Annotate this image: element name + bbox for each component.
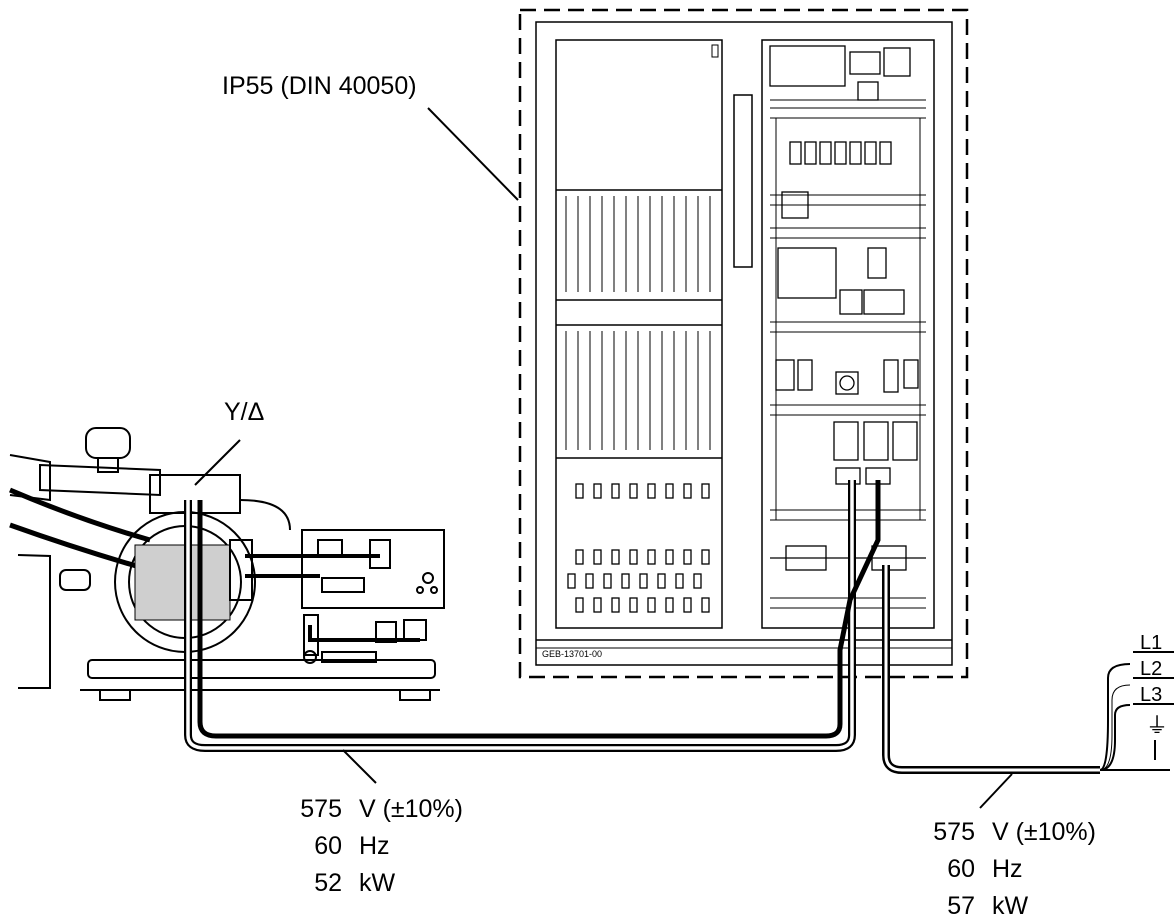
left-frequency-unit: Hz [358, 832, 390, 860]
motor-cable [184, 480, 881, 752]
enclosure-boundary [518, 8, 969, 679]
ground-symbol: ⏚ [1146, 713, 1169, 738]
phase-l2: L2 [1140, 658, 1163, 680]
left-power-unit: kW [358, 869, 396, 897]
right-power-value: 57 [947, 892, 975, 920]
enclosure-label: IP55 (DIN 40050) [222, 72, 417, 100]
motor-label-leader [194, 439, 241, 486]
phase-l3: L3 [1140, 684, 1163, 706]
phase-l1: L1 [1140, 632, 1163, 654]
motor-pump-assembly [9, 427, 445, 701]
left-frequency-value: 60 [314, 832, 342, 860]
right-voltage-value: 575 [933, 818, 975, 846]
right-voltage-unit: V (±10%) [991, 818, 1096, 846]
left-spec-leader [342, 749, 377, 784]
right-frequency-unit: Hz [991, 855, 1023, 883]
right-spec-leader [979, 773, 1013, 809]
enclosure-label-leader [427, 107, 519, 201]
motor-label: Y/Δ [224, 398, 265, 426]
left-power-value: 52 [314, 869, 342, 897]
right-frequency-value: 60 [947, 855, 975, 883]
cabinet-code: GEB-13701-00 [542, 649, 603, 659]
supply-cable [882, 565, 1174, 774]
left-voltage-value: 575 [300, 795, 342, 823]
left-voltage-unit: V (±10%) [358, 795, 463, 823]
right-power-unit: kW [991, 892, 1029, 920]
